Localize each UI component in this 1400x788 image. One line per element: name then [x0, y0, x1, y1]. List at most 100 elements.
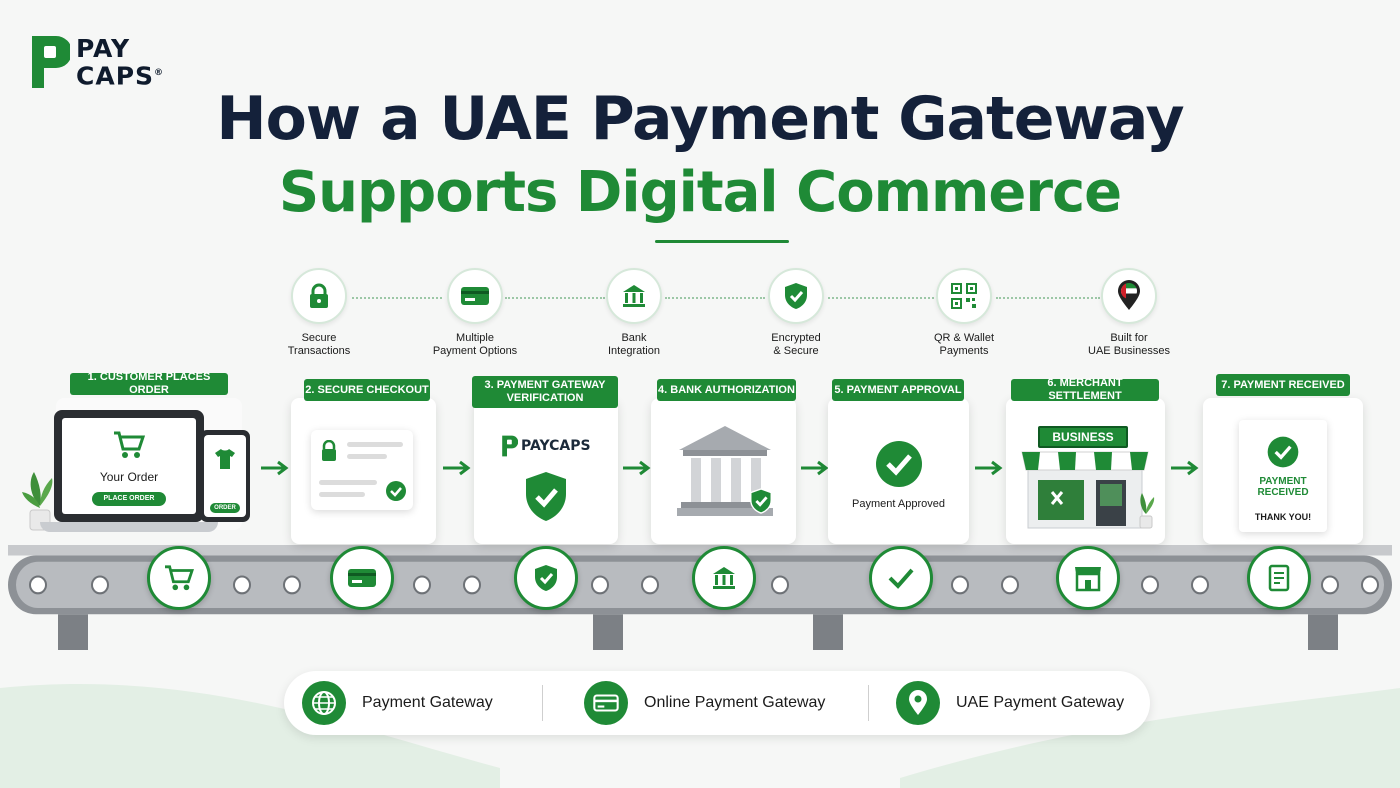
step-4-card	[651, 398, 796, 544]
card-icon	[593, 694, 619, 712]
arrow-right-icon	[443, 460, 471, 476]
divider	[868, 685, 869, 721]
business-sign: BUSINESS	[1038, 426, 1128, 448]
bank-icon	[623, 285, 645, 307]
step-7-label: 7. PAYMENT RECEIVED	[1216, 374, 1350, 396]
paycaps-mini-text: PAYCAPS	[521, 438, 591, 454]
step-7-card: PAYMENT RECEIVED THANK YOU!	[1203, 398, 1363, 544]
page-title: How a UAE Payment Gateway	[216, 84, 1184, 154]
payment-approved-text: Payment Approved	[852, 498, 945, 510]
feature-connector	[996, 297, 1100, 299]
shield-check-icon	[535, 565, 557, 591]
step-3-card: PAYCAPS	[474, 398, 618, 544]
arrow-right-icon	[261, 460, 289, 476]
background-wave	[0, 684, 1400, 788]
feature-label: Built for UAE Businesses	[1088, 332, 1170, 357]
shield-check-icon	[750, 488, 772, 514]
phone-order-button[interactable]: ORDER	[210, 503, 240, 513]
check-icon	[888, 568, 914, 589]
paycaps-logo-mark-icon	[502, 435, 518, 457]
place-order-button[interactable]: PLACE ORDER	[92, 492, 166, 506]
feature-bank-integration: Bank Integration	[564, 268, 704, 358]
keyword-payment-gateway[interactable]: Payment Gateway	[302, 671, 493, 735]
lock-icon	[322, 440, 336, 461]
feature-label: Secure Transactions	[287, 332, 351, 357]
keyword-online-payment-gateway[interactable]: Online Payment Gateway	[584, 671, 825, 735]
tshirt-icon	[215, 449, 235, 469]
bank-building-icon	[677, 426, 773, 516]
feature-uae-businesses: Built for UAE Businesses	[1059, 268, 1199, 358]
feature-label: Bank Integration	[608, 332, 660, 357]
feature-label: Encrypted & Secure	[771, 332, 821, 357]
laptop: Your Order PLACE ORDER	[54, 410, 204, 522]
qr-icon	[951, 283, 977, 309]
receipt-icon	[1268, 564, 1290, 592]
feature-encrypted: Encrypted & Secure	[726, 268, 866, 358]
shield-check-icon	[526, 472, 566, 521]
feature-connector	[352, 297, 442, 299]
cart-icon	[165, 565, 194, 591]
logo-line2: CAPS®	[76, 61, 165, 91]
storefront-icon	[1021, 451, 1149, 529]
order-title: Your Order	[99, 470, 159, 484]
feature-secure-transactions: Secure Transactions	[249, 268, 389, 358]
keyword-label: Payment Gateway	[362, 694, 493, 711]
shield-check-icon	[785, 283, 807, 309]
checkout-form	[311, 430, 413, 510]
step-5-label: 5. PAYMENT APPROVAL	[832, 379, 964, 401]
keyword-bar: Payment Gateway Online Payment Gateway U…	[284, 671, 1150, 735]
check-circle-icon	[386, 481, 406, 501]
store-icon	[1075, 567, 1101, 592]
paycaps-logo-mark-icon	[32, 36, 70, 88]
laptop-screen: Your Order PLACE ORDER	[62, 418, 196, 514]
feature-payment-options: Multiple Payment Options	[405, 268, 545, 358]
feature-connector	[665, 297, 765, 299]
conveyor-receipt-circle	[1247, 546, 1311, 610]
paycaps-logo-text: PAY CAPS®	[76, 36, 164, 88]
conveyor-check-circle	[869, 546, 933, 610]
step-6-label: 6. MERCHANT SETTLEMENT	[1011, 377, 1159, 402]
bank-icon	[713, 567, 735, 589]
check-circle-icon	[876, 441, 922, 487]
card-icon	[461, 287, 489, 305]
step-2-card	[291, 398, 436, 544]
divider	[542, 685, 543, 721]
cart-icon	[114, 431, 145, 458]
title-underline	[655, 240, 789, 243]
phone: ORDER	[200, 430, 250, 522]
keyword-label: Online Payment Gateway	[644, 694, 826, 711]
arrow-right-icon	[1171, 460, 1199, 476]
feature-connector	[505, 297, 605, 299]
step-1-label: 1. CUSTOMER PLACES ORDER	[70, 371, 228, 396]
payment-received-text: PAYMENT RECEIVED	[1257, 476, 1309, 498]
feature-label: QR & Wallet Payments	[933, 332, 995, 357]
conveyor-store-circle	[1056, 546, 1120, 610]
step-5-card: Payment Approved	[828, 398, 969, 544]
keyword-uae-payment-gateway[interactable]: UAE Payment Gateway	[896, 671, 1124, 735]
potted-plant-icon	[1139, 493, 1155, 529]
step-4-label: 4. BANK AUTHORIZATION	[657, 379, 796, 401]
receipt: PAYMENT RECEIVED THANK YOU!	[1239, 420, 1327, 532]
logo-line1: PAY	[76, 33, 131, 63]
step-2-label: 2. SECURE CHECKOUT	[304, 379, 430, 401]
paycaps-logo[interactable]: PAY CAPS®	[28, 32, 164, 92]
conveyor-card-circle	[330, 546, 394, 610]
conveyor-bank-circle	[692, 546, 756, 610]
step-6-card: BUSINESS	[1006, 398, 1165, 544]
feature-label: Multiple Payment Options	[432, 332, 518, 357]
arrow-right-icon	[801, 460, 829, 476]
paycaps-mini-logo: PAYCAPS	[500, 434, 591, 458]
card-icon	[348, 569, 376, 587]
arrow-right-icon	[975, 460, 1003, 476]
feature-qr-wallet: QR & Wallet Payments	[894, 268, 1034, 358]
conveyor-shield-circle	[514, 546, 578, 610]
location-pin-icon	[909, 690, 927, 715]
check-circle-icon	[1267, 436, 1299, 468]
feature-connector	[828, 297, 934, 299]
globe-icon	[312, 691, 336, 715]
uae-pin-icon	[1118, 280, 1140, 310]
step-3-label: 3. PAYMENT GATEWAY VERIFICATION	[472, 376, 618, 408]
arrow-right-icon	[623, 460, 651, 476]
laptop-base	[40, 522, 218, 532]
conveyor-cart-circle	[147, 546, 211, 610]
